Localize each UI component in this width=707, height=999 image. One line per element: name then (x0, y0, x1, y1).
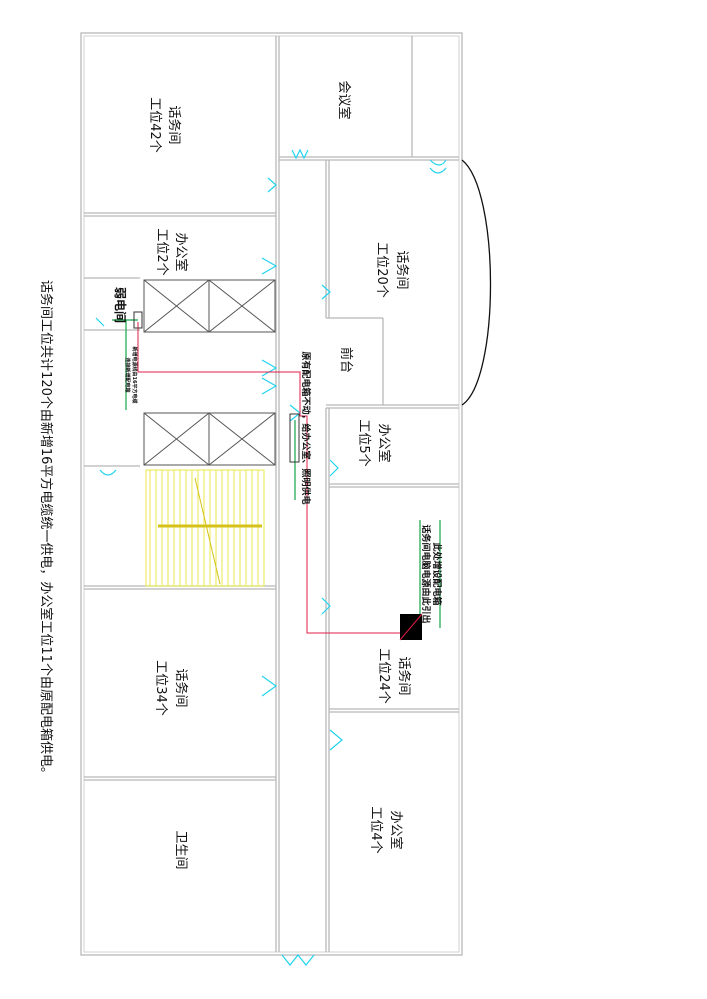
room-label-restroom: 卫生间 (173, 830, 188, 869)
doors (95, 148, 447, 966)
room-label-meeting: 会议室 (336, 80, 352, 119)
room-label-office-left-2: 办公室 工位2个 (154, 228, 189, 275)
room-name: 话务间 (396, 656, 412, 695)
room-seats: 工位4个 (368, 806, 383, 853)
main-note: 话务间工位共计120个由新增16平方电缆统一供电，办公室工位11个由原配电箱供电… (38, 280, 54, 780)
room-name: 弱电间 (113, 287, 128, 323)
bay-window (461, 159, 492, 406)
box-note-2: 话务间电脑电源由此引出 (420, 524, 432, 623)
room-label-front-desk: 前台 (338, 347, 354, 373)
room-name: 话务间 (166, 105, 182, 144)
room-label-office-right-5: 办公室 工位5个 (356, 419, 392, 466)
staircase (145, 469, 265, 587)
power-cable (137, 322, 400, 634)
room-name: 话务间 (173, 668, 189, 707)
room-seats: 工位34个 (153, 660, 168, 716)
room-name: 话务间 (394, 250, 410, 289)
weak-note-2: 连接新增配电箱 (124, 357, 131, 392)
green-leaders (112, 319, 441, 628)
corridor-note: 原有配电箱不动，给办公室、照明供电 (300, 351, 312, 504)
elevator-shaft-top (143, 279, 276, 333)
room-label-right-mid: 话务间 工位24个 (376, 648, 412, 704)
room-seats: 工位24个 (376, 648, 391, 704)
outer-walls (80, 32, 463, 956)
existing-panel-weak-room (133, 311, 143, 329)
room-name: 会议室 (336, 80, 352, 119)
room-name: 前台 (338, 347, 354, 373)
box-note-1: 此处增设配电箱 (431, 542, 443, 605)
room-name: 卫生间 (173, 830, 188, 869)
room-label-weak-room: 弱电间 (113, 287, 128, 323)
room-seats: 工位42个 (147, 97, 162, 153)
interior-walls (84, 36, 459, 952)
room-name: 办公室 (376, 423, 392, 462)
existing-distribution-box (289, 413, 300, 463)
room-label-top-left: 话务间 工位42个 (147, 97, 182, 153)
room-seats: 工位5个 (356, 419, 371, 466)
room-name: 办公室 (388, 810, 404, 849)
room-seats: 工位2个 (154, 228, 169, 275)
room-label-right-top: 话务间 工位20个 (374, 242, 410, 298)
room-name: 办公室 (173, 232, 189, 271)
weak-note-1: 新增电源线由16平方电缆 (131, 347, 138, 404)
elevator-shaft-bottom (143, 412, 276, 466)
new-distribution-box (399, 613, 423, 641)
room-label-left-lower: 话务间 工位34个 (153, 660, 189, 716)
room-label-office-right-4: 办公室 工位4个 (368, 806, 404, 853)
room-seats: 工位20个 (374, 242, 389, 298)
